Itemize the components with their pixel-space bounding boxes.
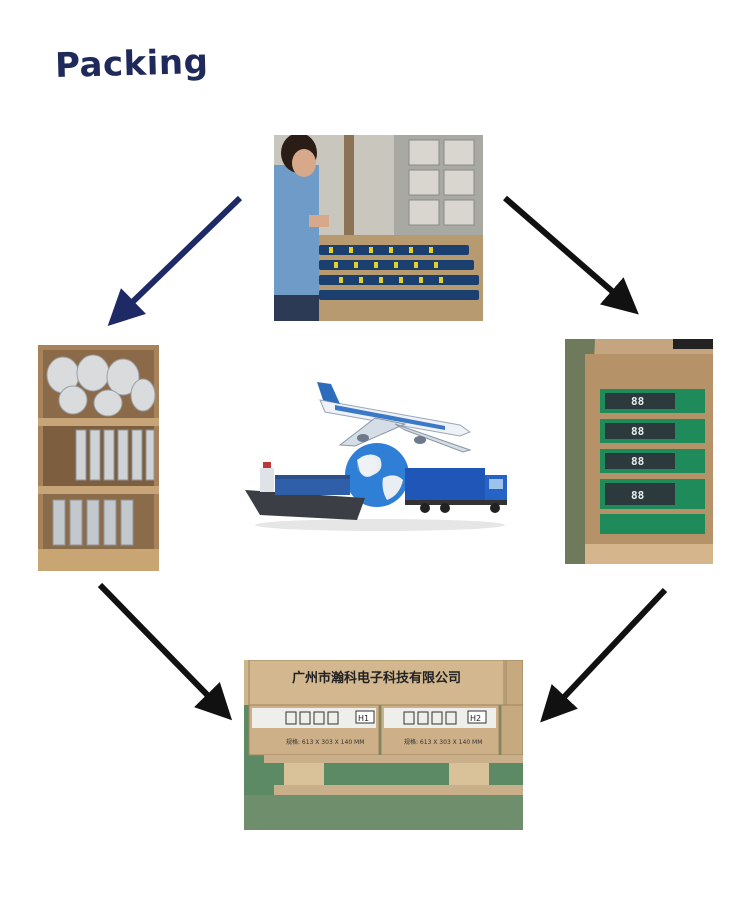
page-title: Packing bbox=[54, 41, 209, 87]
truck-icon bbox=[405, 468, 507, 513]
bagged-boards-photo bbox=[38, 345, 159, 571]
transport-photo bbox=[245, 380, 510, 535]
carton-spec-2: 规格: 613 X 303 X 140 MM bbox=[404, 738, 482, 746]
arrow-right-to-bottom bbox=[540, 587, 668, 723]
display-digits: 88 bbox=[631, 395, 644, 408]
arrow-left-to-bottom bbox=[97, 582, 233, 721]
arrow-top-to-left bbox=[107, 195, 243, 327]
globe-icon bbox=[345, 443, 409, 507]
factory-worker-photo bbox=[274, 135, 483, 321]
display-digits: 88 bbox=[631, 425, 644, 438]
arrow-top-to-right bbox=[503, 195, 639, 315]
carton-spec-1: 规格: 613 X 303 X 140 MM bbox=[286, 738, 364, 746]
boxed-displays-photo: 88 88 88 88 bbox=[565, 339, 713, 564]
carton-label-h2: H2 bbox=[470, 714, 481, 723]
pallet-cartons-photo: 广州市瀚科电子科技有限公司 H1 H2 规格: 613 X 303 X 140 … bbox=[244, 660, 523, 830]
carton-company-name: 广州市瀚科电子科技有限公司 bbox=[292, 670, 461, 686]
ship-icon bbox=[245, 462, 365, 520]
carton-label-h1: H1 bbox=[358, 714, 369, 723]
airplane-icon bbox=[317, 382, 472, 453]
display-digits: 88 bbox=[631, 489, 644, 502]
display-digits: 88 bbox=[631, 455, 644, 468]
